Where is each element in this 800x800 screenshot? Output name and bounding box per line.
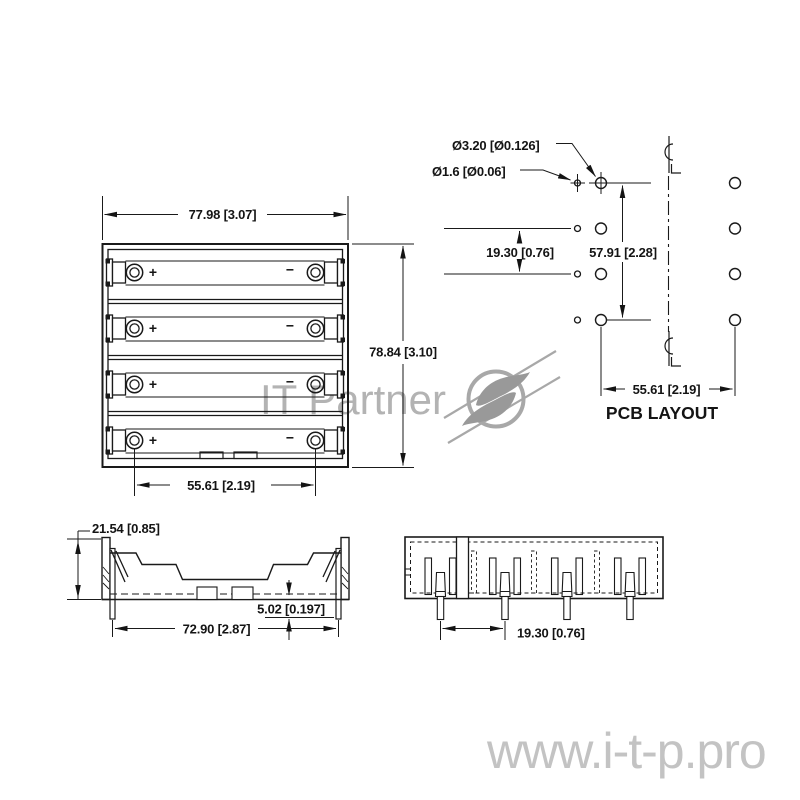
battery-slot: + −	[105, 370, 345, 399]
side-view	[101, 536, 350, 620]
watermark-logo-icon	[443, 350, 561, 444]
centerline-symbol-bottom	[664, 331, 681, 367]
solder-pin	[626, 595, 634, 621]
hidden-slot	[471, 550, 477, 594]
standoff-tab	[196, 586, 218, 601]
hidden-slot	[594, 550, 600, 594]
dim-bottom-pin-pitch: 19.30 [0.76]	[440, 621, 585, 641]
large-hole	[728, 176, 742, 190]
solder-pin	[563, 595, 571, 621]
pin-base	[624, 571, 636, 598]
polarity-plus-label: +	[149, 264, 157, 280]
edge-notch	[405, 568, 411, 576]
positive-terminal-contact	[105, 258, 144, 287]
polarity-minus-label: −	[286, 374, 294, 390]
watermark: IT Partner www.i-t-p.pro	[260, 350, 767, 779]
slot-dividers	[108, 298, 343, 417]
small-hole	[573, 270, 582, 278]
centerline-symbol-top	[664, 136, 681, 174]
pin-base	[561, 571, 573, 598]
large-hole	[594, 313, 608, 327]
polarity-plus-label: +	[149, 376, 157, 392]
negative-terminal-contact	[306, 370, 345, 399]
front-view: + − + −	[101, 243, 349, 468]
watermark-website-text: www.i-t-p.pro	[486, 723, 766, 779]
dim-front-height-text: 78.84 [3.10]	[369, 345, 437, 360]
bottom-pin-cell	[613, 557, 647, 621]
dim-front-width-text: 77.98 [3.07]	[189, 207, 257, 222]
positive-terminal-contact	[105, 314, 144, 343]
negative-terminal-contact	[306, 314, 345, 343]
polarity-plus-label: +	[149, 432, 157, 448]
hidden-slot	[531, 550, 537, 594]
pcb-hole-row	[573, 267, 742, 281]
battery-slot: + −	[105, 258, 345, 287]
pcb-hole-row	[573, 313, 742, 327]
large-hole	[728, 267, 742, 281]
dim-pcb-column-height-text: 57.91 [2.28]	[589, 245, 657, 260]
dim-pcb-row-pitch-text: 19.30 [0.76]	[486, 245, 554, 260]
hatch-left	[102, 566, 110, 590]
pc-pin-left	[109, 547, 116, 620]
pc-pin-right	[335, 547, 342, 620]
negative-terminal-contact	[306, 426, 345, 455]
polarity-plus-label: +	[149, 320, 157, 336]
solder-pin	[501, 595, 509, 621]
dim-front-terminal-pitch: 55.61 [2.19]	[134, 448, 316, 496]
mounting-tab	[233, 451, 258, 460]
dim-side-pin-span-text: 72.90 [2.87]	[183, 622, 251, 637]
small-hole	[573, 224, 582, 233]
battery-slot: + −	[105, 314, 345, 343]
bottom-pin-cell	[488, 557, 522, 621]
dim-small-hole-text: Ø1.6 [Ø0.06]	[432, 164, 505, 179]
bottom-pin-cell	[550, 557, 584, 621]
dim-side-standoff-text: 5.02 [0.197]	[257, 602, 325, 617]
divider-band	[455, 536, 470, 600]
body-profile	[110, 552, 341, 581]
dim-pcb-column-width-text: 55.61 [2.19]	[633, 382, 701, 397]
dim-front-height: 78.84 [3.10]	[352, 243, 437, 468]
large-hole	[594, 267, 608, 281]
pcb-hole-row	[573, 222, 742, 235]
pcb-layout-view: Ø3.20 [Ø0.126] Ø1.6 [Ø0.06] 19.30 [0.76]…	[432, 136, 742, 423]
bottom-body	[404, 536, 664, 600]
pin-base	[434, 571, 447, 598]
bottom-pin-cell	[424, 557, 457, 621]
leader-large-hole: Ø3.20 [Ø0.126]	[452, 138, 596, 177]
large-hole	[728, 222, 742, 235]
dim-pcb-row-pitch: 19.30 [0.76]	[444, 228, 571, 275]
large-hole	[594, 222, 608, 235]
dim-side-height: 21.54 [0.85]	[67, 521, 160, 600]
large-hole	[728, 313, 742, 327]
solder-pin	[436, 595, 445, 621]
positive-terminal-contact	[105, 426, 144, 455]
spring-contact-right	[322, 549, 341, 583]
pcb-layout-title: PCB LAYOUT	[606, 403, 718, 423]
pin-base	[499, 571, 511, 598]
dim-large-hole-text: Ø3.20 [Ø0.126]	[452, 138, 540, 153]
leader-small-hole: Ø1.6 [Ø0.06]	[432, 164, 571, 181]
hatch-right	[341, 566, 349, 590]
dim-side-standoff: 5.02 [0.197]	[257, 580, 334, 640]
dim-bottom-pin-pitch-text: 19.30 [0.76]	[517, 626, 585, 641]
positive-terminal-contact	[105, 370, 144, 399]
polarity-minus-label: −	[286, 430, 294, 446]
battery-slot: + −	[105, 426, 345, 455]
small-hole	[573, 316, 582, 324]
spring-contact-left	[110, 549, 129, 583]
negative-terminal-contact	[306, 258, 345, 287]
dim-pcb-column-height: 57.91 [2.28]	[589, 182, 657, 321]
dim-side-pin-span: 72.90 [2.87]	[112, 620, 339, 637]
polarity-minus-label: −	[286, 262, 294, 278]
bottom-view	[404, 536, 664, 621]
dim-front-width: 77.98 [3.07]	[102, 196, 349, 240]
dim-front-terminal-pitch-text: 55.61 [2.19]	[187, 478, 255, 493]
dim-pcb-column-width: 55.61 [2.19]	[600, 327, 736, 397]
mounting-tab	[199, 451, 224, 460]
dim-side-height-text: 21.54 [0.85]	[92, 521, 160, 536]
polarity-minus-label: −	[286, 318, 294, 334]
standoff-tab	[231, 586, 254, 601]
